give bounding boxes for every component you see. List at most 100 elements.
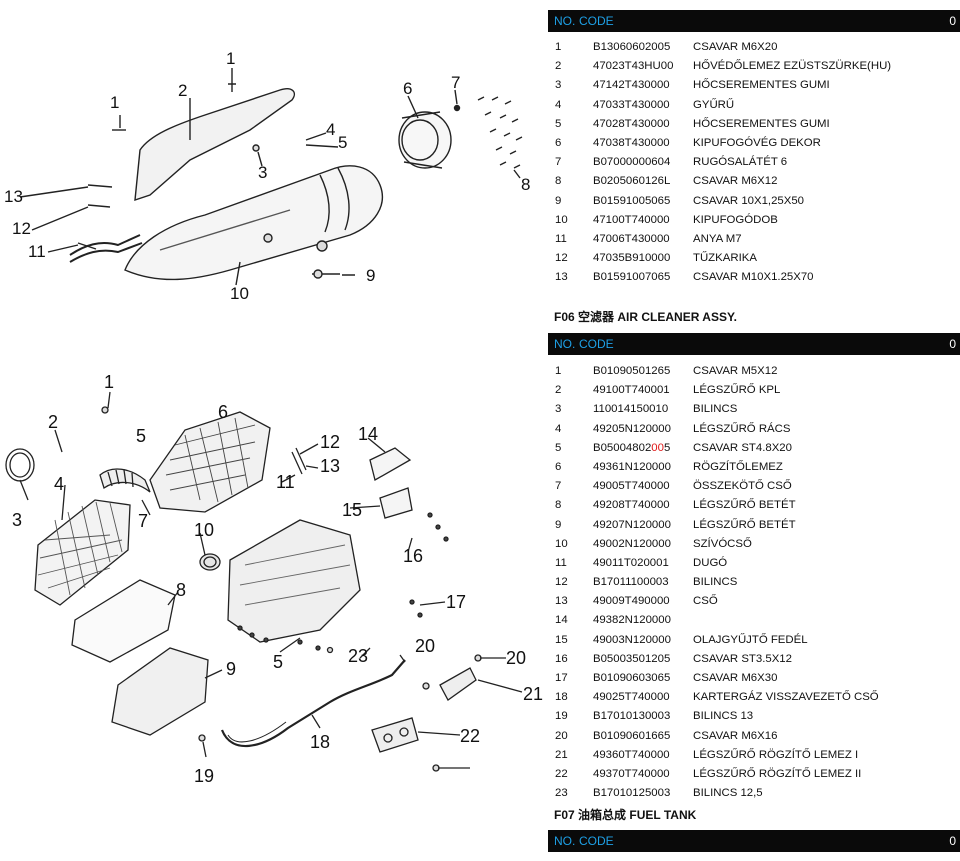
oil-cover-14 — [369, 447, 412, 481]
callout-6: 6 — [218, 402, 228, 422]
callout-12: 12 — [12, 219, 31, 238]
callout-16: 16 — [403, 546, 423, 566]
header-no: NO. — [554, 834, 576, 848]
callout-22: 22 — [460, 726, 480, 746]
callout-11: 11 — [28, 242, 46, 261]
callout-5: 5 — [136, 426, 146, 446]
filter-grid — [34, 499, 131, 606]
section-title-en: AIR CLEANER ASSY. — [617, 310, 737, 324]
callout-5: 5 — [338, 133, 347, 152]
section-title-cn: 空滤器 — [578, 310, 615, 324]
section-code: F06 — [554, 310, 575, 324]
main-housing — [227, 519, 361, 643]
filter-element-8 — [71, 579, 176, 663]
table-header-air-cleaner: NO. CODE 0 — [548, 333, 960, 355]
callout-6: 6 — [403, 79, 412, 98]
heat-shield — [134, 88, 296, 202]
callout-14: 14 — [358, 424, 378, 444]
filter-element-9 — [111, 647, 209, 736]
callout-5b: 5 — [273, 652, 283, 672]
section-title-en: FUEL TANK — [629, 808, 697, 822]
callout-13: 13 — [320, 456, 340, 476]
section-code: F07 — [554, 808, 575, 822]
callout-20a: 20 — [415, 636, 435, 656]
bracket-22 — [371, 717, 419, 753]
callout-3: 3 — [258, 163, 267, 182]
callout-1b: 1 — [110, 93, 119, 112]
callout-4: 4 — [326, 120, 335, 139]
callout-19: 19 — [194, 766, 214, 786]
header-no: NO. — [554, 337, 576, 351]
callout-21: 21 — [523, 684, 543, 704]
highlighted-code: B05004802005 — [593, 441, 671, 454]
callout-10: 10 — [194, 520, 214, 540]
plate-15 — [379, 487, 413, 519]
header-code: CODE — [579, 337, 614, 351]
header-code: CODE — [579, 14, 614, 28]
bracket-21 — [439, 667, 477, 701]
table-header-fuel-tank: NO. CODE 0 — [548, 830, 960, 852]
callout-12: 12 — [320, 432, 340, 452]
callout-23: 23 — [348, 646, 368, 666]
callout-13: 13 — [4, 187, 23, 206]
callout-4: 4 — [54, 474, 64, 494]
exhaust-exploded-diagram: 1 2 1 3 4 5 6 7 8 9 10 11 12 13 — [4, 49, 530, 303]
callout-15: 15 — [342, 500, 362, 520]
callout-2: 2 — [48, 412, 58, 432]
callout-2: 2 — [178, 81, 187, 100]
header-qty: 0 — [949, 834, 956, 848]
callout-8: 8 — [176, 580, 186, 600]
section-title-cn: 油箱总成 — [578, 808, 627, 822]
muffler-body — [124, 165, 384, 281]
section-title-fuel-tank: F07 油箱总成 FUEL TANK — [554, 806, 696, 824]
header-code: CODE — [579, 834, 614, 848]
callout-8: 8 — [521, 175, 530, 194]
callout-7: 7 — [451, 73, 460, 92]
upper-cover — [149, 411, 271, 513]
header-qty: 0 — [949, 14, 956, 28]
callout-1: 1 — [104, 372, 114, 392]
callout-18: 18 — [310, 732, 330, 752]
header-no: NO. — [554, 14, 576, 28]
vent-pipe — [220, 659, 406, 747]
callout-7: 7 — [138, 511, 148, 531]
intake-pipe — [199, 553, 221, 571]
end-cap-dekor — [398, 111, 452, 169]
header-qty: 0 — [949, 337, 956, 351]
section-title-air-cleaner: F06 空滤器 AIR CLEANER ASSY. — [554, 308, 737, 326]
table-header-exhaust: NO. CODE 0 — [548, 10, 960, 32]
callout-17: 17 — [446, 592, 466, 612]
